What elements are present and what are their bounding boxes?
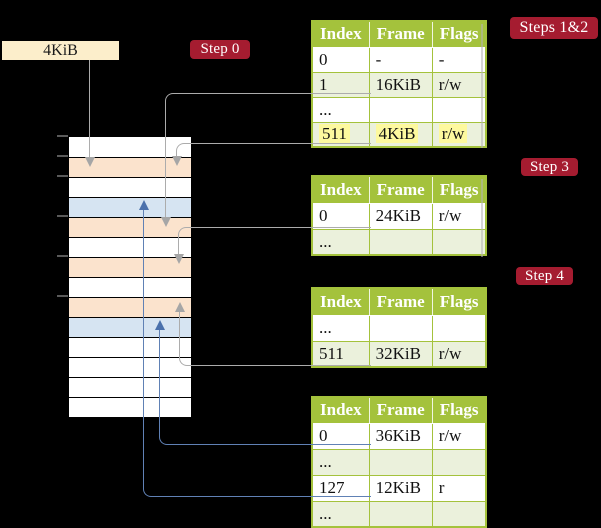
connector-level4-table-row-0-to-frame-36KiB <box>159 330 371 445</box>
column-header-flags: Flags <box>432 288 487 316</box>
connector-root-table-row-511-to-frame-4KiB <box>176 143 371 157</box>
step4-badge: Step 4 <box>516 267 573 285</box>
steps1and2-badge: Steps 1&2 <box>510 17 598 39</box>
table-cell <box>431 314 487 342</box>
table-cell: ... <box>311 314 370 342</box>
table-cell <box>368 448 433 476</box>
table-cell: r <box>431 474 487 502</box>
table-cell: - <box>368 46 433 73</box>
memory-cell-free <box>69 397 191 417</box>
column-header-frame: Frame <box>369 176 433 204</box>
memory-cell-page-table <box>69 297 191 317</box>
column-header-index: Index <box>312 21 370 48</box>
table-cell: 36KiB <box>368 422 433 450</box>
memory-cell-free <box>69 137 191 157</box>
memory-cell-page-table <box>69 157 191 177</box>
arrowhead-frame-16KiB <box>161 217 171 227</box>
table-cell <box>431 500 487 528</box>
column-header-flags: Flags <box>432 397 487 424</box>
memory-cell-free <box>69 277 191 297</box>
table-cell: r/w <box>431 121 487 148</box>
table-shadow <box>481 24 483 148</box>
highlighted-value: 511 <box>319 124 350 144</box>
table-row: 0-- <box>311 46 487 73</box>
address-tick <box>57 155 68 157</box>
connector-level2-table-row-0-to-frame-24KiB <box>178 227 371 255</box>
table-cell: r/w <box>431 422 487 450</box>
address-tick <box>57 135 68 137</box>
connector-root-table-row-1-to-frame-16KiB <box>165 93 371 218</box>
table-cell <box>431 228 487 256</box>
table-row: 511 4KiB r/w <box>311 121 487 148</box>
column-header-frame: Frame <box>369 21 433 48</box>
table-cell <box>368 228 433 256</box>
table-cell: r/w <box>431 340 487 368</box>
table-cell: 511 <box>311 340 370 368</box>
arrowhead-frame-12KiB <box>139 200 149 210</box>
step0-badge: Step 0 <box>190 40 250 59</box>
arrowhead-frame-32KiB <box>175 302 185 312</box>
column-header-index: Index <box>312 397 370 424</box>
table-row: ... <box>311 228 487 256</box>
table-row: ... <box>311 448 487 476</box>
table-cell: r/w <box>431 202 487 230</box>
column-header-flags: Flags <box>432 21 487 48</box>
table-cell: - <box>431 46 487 73</box>
connector-level3-table-row-511-to-frame-32KiB <box>179 312 371 366</box>
memory-cell-data-frame <box>69 197 191 217</box>
table-cell <box>431 448 487 476</box>
address-tick <box>57 295 68 297</box>
table-cell: 12KiB <box>368 474 433 502</box>
memory-cell-free <box>69 177 191 197</box>
highlighted-value: 4KiB <box>375 124 419 144</box>
table-cell: ... <box>311 500 370 528</box>
arrowhead-frame-4KiB <box>172 156 182 166</box>
memory-cell-free <box>69 237 191 257</box>
table-cell: 4KiB <box>368 121 433 148</box>
arrowhead-frame-36KiB <box>155 320 165 330</box>
arrowhead-frame-4KiB <box>85 157 95 167</box>
step3-badge: Step 3 <box>521 158 578 176</box>
table-cell: 32KiB <box>368 340 433 368</box>
memory-cell-free <box>69 337 191 357</box>
table-cell <box>368 500 433 528</box>
table-cell <box>368 314 433 342</box>
column-header-flags: Flags <box>432 176 487 204</box>
memory-cell-page-table <box>69 257 191 277</box>
table-cell <box>431 96 487 123</box>
column-header-index: Index <box>312 288 370 316</box>
column-header-frame: Frame <box>369 288 433 316</box>
highlighted-value: r/w <box>438 124 468 144</box>
memory-cell-free <box>69 377 191 397</box>
arrowhead-frame-24KiB <box>174 254 184 264</box>
table-cell: r/w <box>431 71 487 98</box>
table-cell: 0 <box>311 202 370 230</box>
table-row: ... <box>311 96 487 123</box>
column-header-frame: Frame <box>369 397 433 424</box>
memory-cell-free <box>69 357 191 377</box>
address-tick <box>57 255 68 257</box>
column-header-index: Index <box>312 176 370 204</box>
table-cell <box>368 96 433 123</box>
connector-level4-table-row-127-to-frame-12KiB <box>143 210 371 497</box>
address-tick <box>57 215 68 217</box>
memory-cell-page-table <box>69 217 191 237</box>
connector-memory-size-label-to-frame-4KiB <box>89 60 92 157</box>
table-shadow <box>481 179 483 257</box>
table-cell: 24KiB <box>368 202 433 230</box>
table-cell: 0 <box>311 46 370 73</box>
table-row: ... <box>311 500 487 528</box>
table-cell: 16KiB <box>368 71 433 98</box>
address-tick <box>57 175 68 177</box>
memory-size-label: 4KiB <box>2 41 119 60</box>
table-cell: ... <box>311 228 370 256</box>
table-cell: ... <box>311 96 370 123</box>
